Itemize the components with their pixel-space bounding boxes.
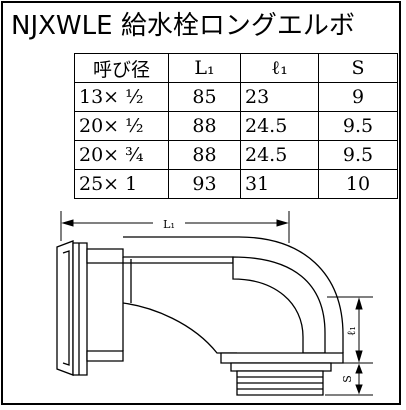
cell-l1: 24.5: [240, 111, 319, 141]
cell-L1: 88: [168, 140, 241, 170]
cell-L1: 85: [168, 82, 241, 112]
cell-nominal-size: 13× ½: [74, 82, 169, 112]
dim-L1-label-bg: [153, 216, 185, 230]
cell-nominal-size: 20× ¾: [74, 140, 169, 170]
elbow-body-icon: [56, 236, 344, 396]
table-header-row: 呼び径 L₁ ℓ₁ S: [74, 53, 398, 83]
dim-S-label: S: [341, 375, 354, 383]
cell-L1: 88: [168, 111, 241, 141]
dimension-table: 呼び径 L₁ ℓ₁ S 13× ½ 85 23 9 20× ½ 88 24.5 …: [74, 53, 398, 199]
table-row: 20× ½ 88 24.5 9.5: [74, 111, 398, 141]
cell-l1: 24.5: [240, 140, 319, 170]
cell-S: 9.5: [318, 140, 398, 170]
table-row: 20× ¾ 88 24.5 9.5: [74, 140, 398, 170]
elbow-technical-drawing: L₁: [56, 211, 373, 396]
cell-S: 9.5: [318, 111, 398, 141]
product-spec-sheet: NJXWLE 給水栓ロングエルボ 呼び径 L₁ ℓ₁ S 13× ½ 85 23…: [1, 1, 401, 405]
header-S: S: [318, 53, 398, 83]
header-nominal-size: 呼び径: [74, 53, 169, 83]
cell-nominal-size: 20× ½: [74, 111, 169, 141]
dim-L1-label: L₁: [163, 218, 175, 231]
cell-S: 10: [318, 169, 398, 199]
table-row: 13× ½ 85 23 9: [74, 82, 398, 112]
cell-l1: 23: [240, 82, 319, 112]
cell-nominal-size: 25× 1: [74, 169, 169, 199]
header-l1: ℓ₁: [240, 53, 319, 83]
cell-L1: 93: [168, 169, 241, 199]
product-title: NJXWLE 給水栓ロングエルボ: [11, 11, 355, 41]
dim-l1-label: ℓ₁: [345, 326, 358, 336]
header-L1: L₁: [168, 53, 241, 83]
table-row: 25× 1 93 31 10: [74, 169, 398, 199]
dim-l1-line: [327, 296, 373, 364]
cell-S: 9: [318, 82, 398, 112]
dim-S-line: [325, 363, 373, 396]
cell-l1: 31: [240, 169, 319, 199]
